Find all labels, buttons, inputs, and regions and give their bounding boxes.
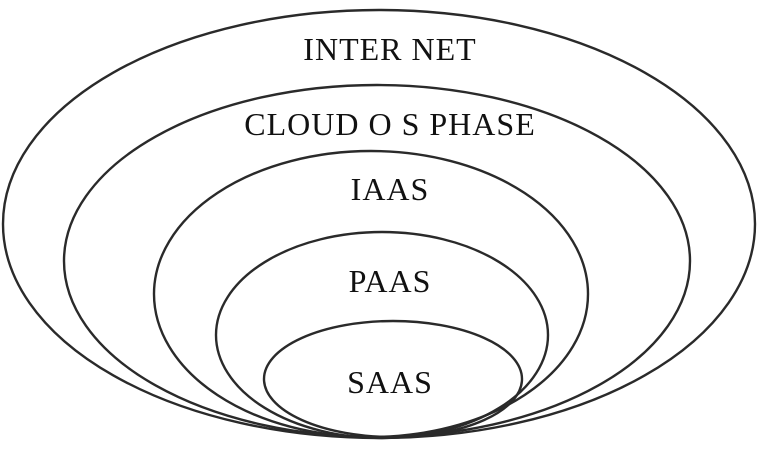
layer-iaas-label: IAAS bbox=[351, 171, 430, 207]
layer-cloud-os-phase-label: CLOUD O S PHASE bbox=[244, 106, 535, 142]
layer-saas-ellipse bbox=[262, 319, 524, 439]
layer-saas-label: SAAS bbox=[347, 364, 433, 400]
layer-internet-label: INTER NET bbox=[303, 31, 476, 67]
layer-saas: SAAS bbox=[262, 319, 524, 439]
layer-paas-label: PAAS bbox=[349, 263, 432, 299]
layer-paas: PAAS bbox=[214, 230, 550, 440]
